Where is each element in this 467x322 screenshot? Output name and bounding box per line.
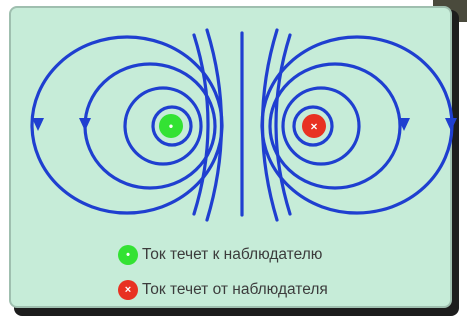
legend-item-away: × Ток течет от наблюдателя <box>118 278 328 302</box>
legend-label-toward: Ток течет к наблюдателю <box>142 246 323 263</box>
field-line-right-4 <box>260 35 454 215</box>
arrow-right-outer <box>445 118 457 131</box>
field-line-center-left-2 <box>192 33 210 216</box>
field-line-left-3 <box>83 62 217 190</box>
arrow-left-inner <box>79 118 91 131</box>
field-lines <box>30 28 454 222</box>
current-away-cross-icon: × <box>310 120 317 134</box>
current-away-marker <box>302 114 326 138</box>
direction-arrows <box>32 118 457 131</box>
arrow-right-inner <box>398 118 410 131</box>
away-cross-icon: × <box>118 280 138 300</box>
field-line-left-4 <box>30 35 224 215</box>
current-toward-marker <box>159 114 183 138</box>
diagram-panel <box>9 6 452 308</box>
toward-dot-icon: • <box>118 245 138 265</box>
field-line-right-1 <box>292 105 334 147</box>
field-line-left-1 <box>151 105 193 147</box>
arrow-left-outer <box>32 118 44 131</box>
legend-label-away: Ток течет от наблюдателя <box>142 281 328 298</box>
field-line-center-right-2 <box>274 33 292 216</box>
field-line-right-3 <box>268 62 402 190</box>
conductor-away: × <box>302 114 326 138</box>
conductor-toward: • <box>159 114 183 138</box>
field-line-center-left-1 <box>205 28 224 222</box>
field-line-left-2 <box>123 86 203 166</box>
field-line-center-right-1 <box>260 28 279 222</box>
field-line-right-2 <box>281 86 361 166</box>
current-toward-dot-icon: • <box>169 119 173 133</box>
legend-item-toward: • Ток течет к наблюдателю <box>118 243 322 267</box>
